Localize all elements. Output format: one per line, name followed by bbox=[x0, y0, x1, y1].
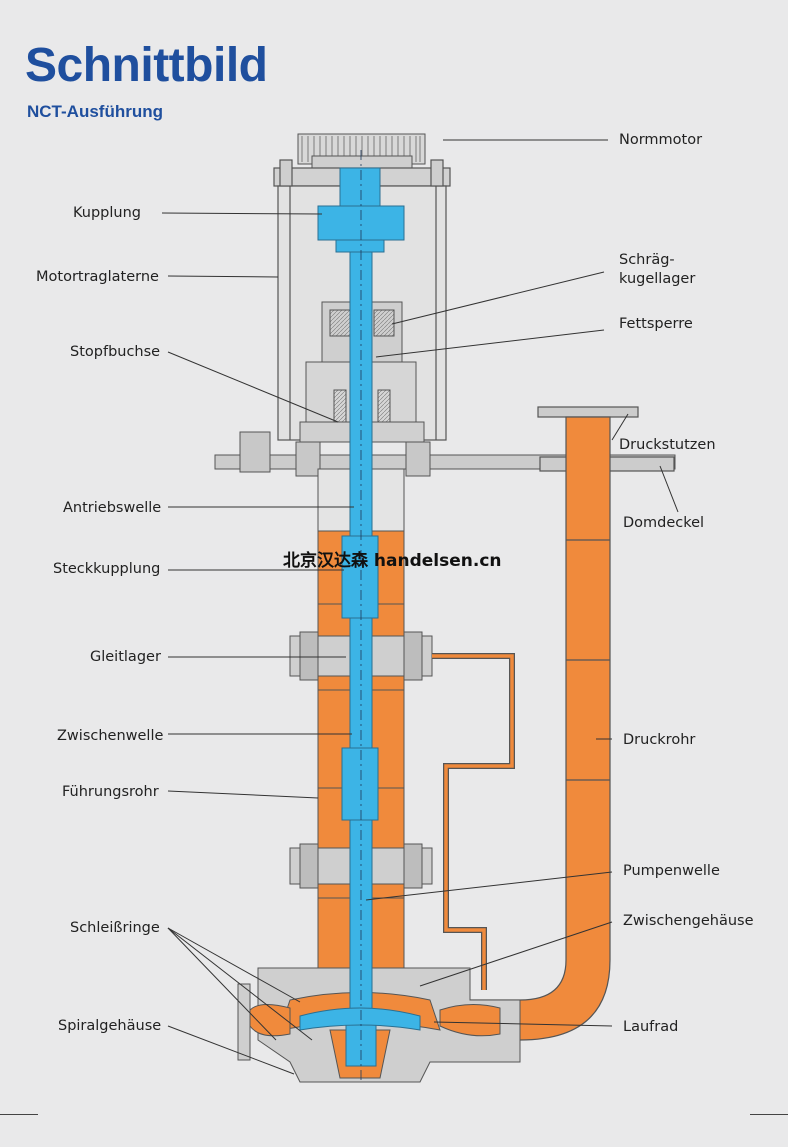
label-domdeckel: Domdeckel bbox=[623, 515, 705, 531]
label-stopfbuchse: Stopfbuchse bbox=[70, 344, 161, 360]
label-steckkupplung: Steckkupplung bbox=[53, 561, 161, 577]
footer-rule-right bbox=[750, 1114, 788, 1115]
label-zwischengehaeuse: Zwischengehäuse bbox=[623, 913, 754, 929]
page-subtitle: NCT-Ausführung bbox=[27, 102, 163, 121]
label-pumpenwelle: Pumpenwelle bbox=[623, 863, 720, 879]
label-fuehrungsrohr: Führungsrohr bbox=[62, 784, 159, 800]
label-fettsperre: Fettsperre bbox=[619, 316, 693, 332]
label-laufrad: Laufrad bbox=[623, 1019, 679, 1035]
label-normmotor: Normmotor bbox=[619, 132, 703, 148]
label-gleitlager: Gleitlager bbox=[90, 649, 161, 665]
label-druckstutzen: Druckstutzen bbox=[619, 437, 716, 453]
label-antriebswelle: Antriebswelle bbox=[63, 500, 162, 516]
label-zwischenwelle: Zwischenwelle bbox=[57, 728, 164, 744]
flush-line-outer bbox=[432, 653, 515, 990]
leader-lines bbox=[161, 139, 679, 1075]
label-schraeg-line2: kugellager bbox=[619, 271, 696, 287]
flush-line bbox=[432, 654, 514, 990]
label-motortraglaterne: Motortraglaterne bbox=[36, 269, 159, 285]
label-schraeg-line1: Schräg- bbox=[619, 252, 675, 268]
motor-fan bbox=[297, 133, 426, 169]
page-title: Schnittbild bbox=[25, 39, 268, 92]
label-schleissringe: Schleißringe bbox=[70, 920, 160, 936]
label-spiralgehaeuse: Spiralgehäuse bbox=[58, 1018, 162, 1034]
label-kupplung: Kupplung bbox=[73, 205, 141, 221]
label-druckrohr: Druckrohr bbox=[623, 732, 696, 748]
discharge-pipe bbox=[469, 406, 675, 1041]
footer-rule-left bbox=[0, 1114, 38, 1115]
watermark-text: 北京汉达森 handelsen.cn bbox=[283, 551, 502, 571]
